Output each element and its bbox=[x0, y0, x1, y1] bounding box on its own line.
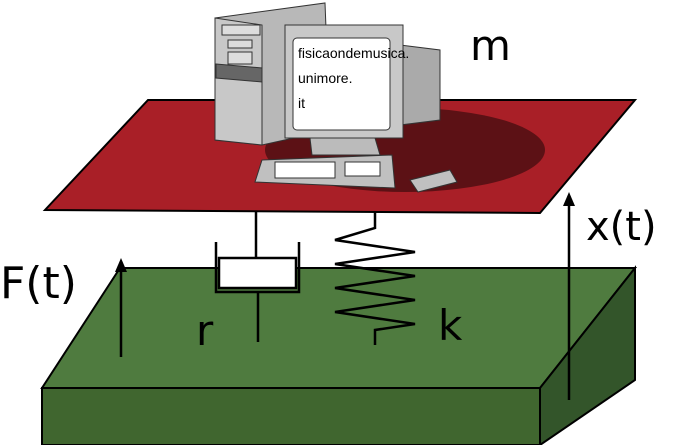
displacement-arrow bbox=[563, 192, 575, 400]
screen-text-line-1: fisicaondemusica. bbox=[298, 45, 409, 61]
ground-slab bbox=[40, 265, 638, 445]
force-arrow bbox=[115, 258, 127, 357]
mass-label: m bbox=[470, 21, 511, 70]
damper bbox=[214, 210, 301, 342]
spring-constant-label: k bbox=[438, 301, 463, 350]
displacement-label: x(t) bbox=[586, 204, 657, 250]
force-label: F(t) bbox=[0, 258, 77, 309]
screen-text-line-2: unimore. bbox=[298, 70, 352, 86]
screen-text-line-3: it bbox=[298, 95, 305, 111]
computer-illustration bbox=[214, 2, 458, 193]
spring bbox=[334, 210, 416, 345]
damping-label: r bbox=[196, 306, 214, 355]
